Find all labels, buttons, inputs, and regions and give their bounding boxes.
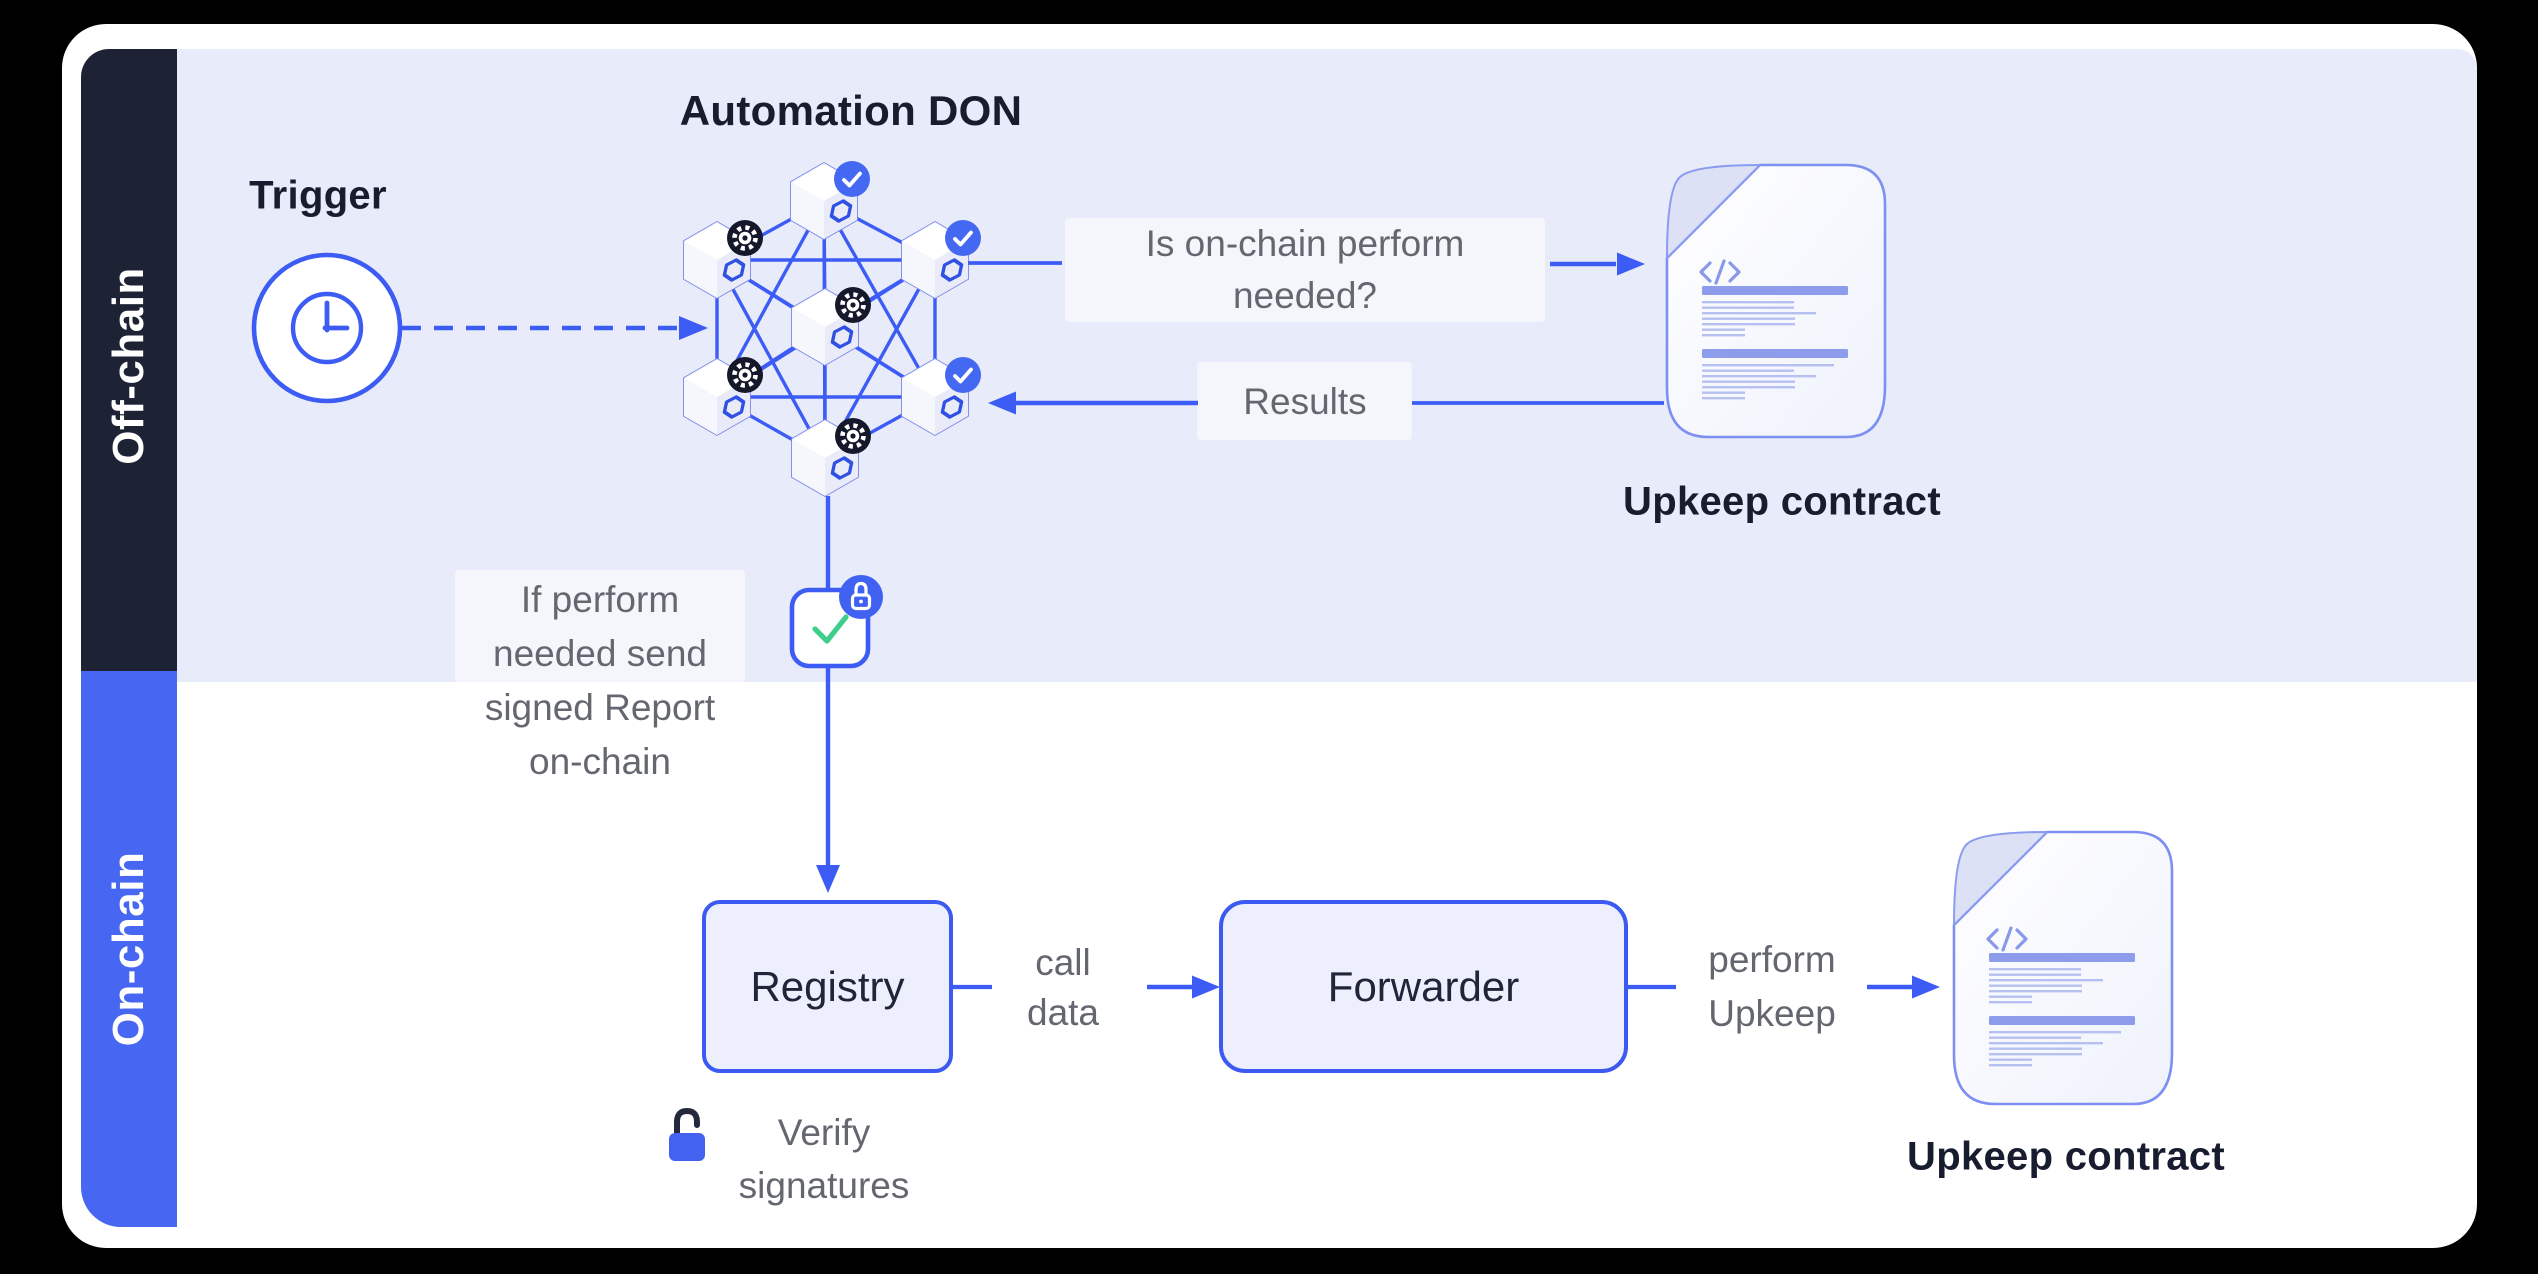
trigger-label: Trigger <box>249 173 387 218</box>
results-highlight <box>1197 362 1412 440</box>
calldata-label: call data <box>1026 942 1100 1033</box>
verify-signatures-label: Verify signatures <box>738 1112 910 1206</box>
upkeep-contract-top-label: Upkeep contract <box>1623 479 1941 524</box>
onchain-sidebar: On-chain <box>81 671 177 1227</box>
question-label: Is on-chain perform needed? <box>1145 223 1465 316</box>
forwarder-label: Forwarder <box>1327 962 1520 1010</box>
report-note-highlight <box>455 570 745 682</box>
report-note: If perform needed send signed Report on-… <box>484 579 716 782</box>
offchain-sidebar: Off-chain <box>81 49 177 682</box>
question-highlight <box>1065 218 1545 322</box>
onchain-sidebar-label: On-chain <box>104 851 153 1047</box>
registry-label: Registry <box>750 962 905 1010</box>
registry-box: Registry <box>702 900 953 1073</box>
offchain-sidebar-label: Off-chain <box>104 266 153 465</box>
results-label: Results <box>1243 381 1367 422</box>
upkeep-contract-bottom-label: Upkeep contract <box>1907 1134 2225 1179</box>
don-title: Automation DON <box>679 87 1023 134</box>
perform-upkeep-label: perform Upkeep <box>1708 939 1836 1034</box>
forwarder-box: Forwarder <box>1219 900 1628 1073</box>
